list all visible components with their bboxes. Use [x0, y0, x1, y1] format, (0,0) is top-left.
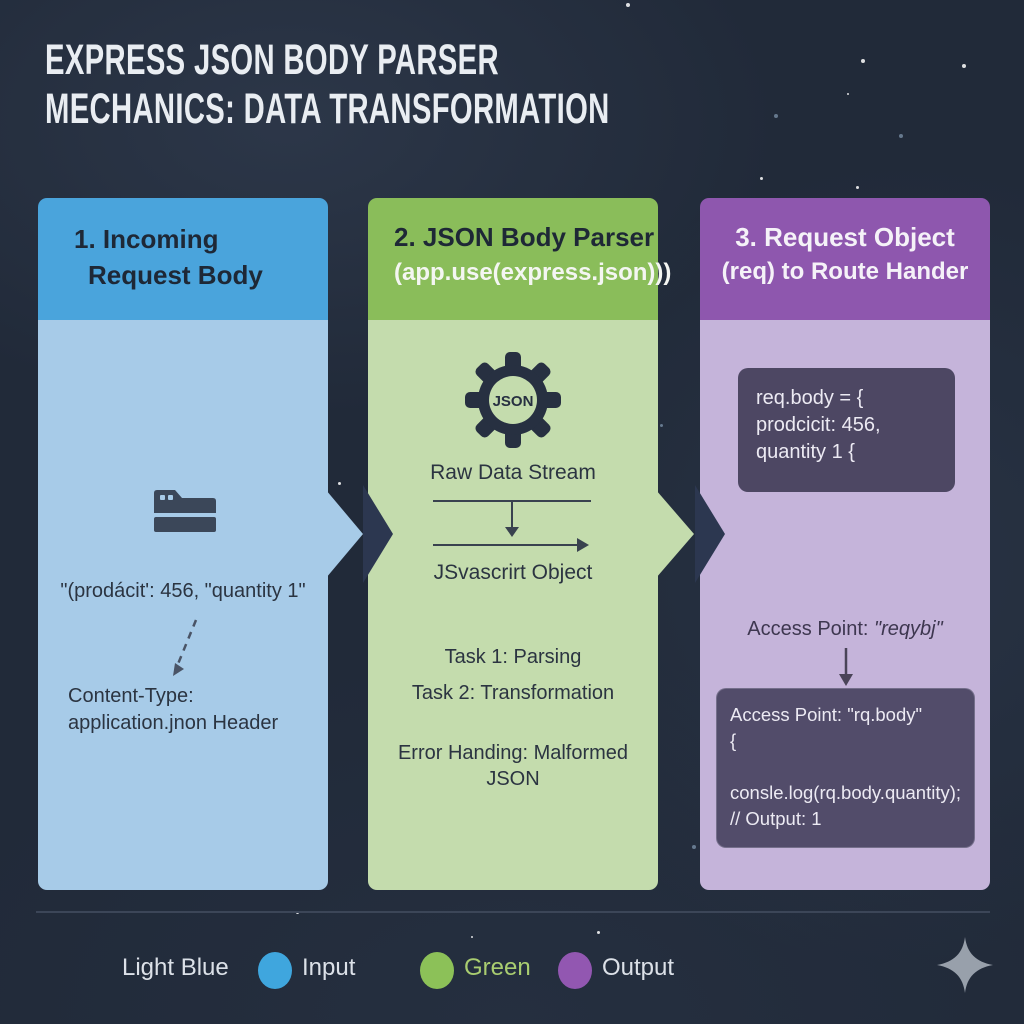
star-dot	[626, 3, 630, 7]
star-dot	[962, 64, 966, 68]
content-type-line1: Content-Type:	[68, 685, 194, 707]
code1-line2: prodcicit: 456,	[756, 414, 881, 436]
panel-json-parser: 2. JSON Body Parser (app.use(express.jso…	[368, 198, 671, 890]
dashed-arrow-icon	[173, 619, 198, 676]
down-arrow-icon	[839, 648, 853, 686]
star-dot	[338, 482, 341, 485]
star-dot	[760, 177, 763, 180]
panel-incoming-body	[38, 320, 328, 890]
transform-flow-arrows-icon	[433, 500, 591, 552]
panel-request-object: 3. Request Object (req) to Route Hander …	[700, 198, 990, 890]
star-dot	[774, 114, 778, 118]
page-title-line1: EXPRESS JSON BODY PARSER	[45, 36, 499, 84]
legend-title: Light Blue	[122, 954, 229, 981]
panel-incoming-title-line1: 1. Incoming	[74, 224, 219, 254]
code2-line3: consle.log(rq.body.quantity);	[730, 782, 962, 803]
code2-line1: Access Point: "rq.body"	[730, 704, 923, 725]
access-point-value: "reqybj"	[874, 618, 943, 640]
legend-swatch-output	[558, 952, 592, 989]
code2-line2: {	[730, 730, 737, 751]
console-log-code-box: Access Point: "rq.body" { consle.log(rq.…	[716, 688, 975, 848]
folder-icon	[154, 490, 216, 532]
page-title-line2: MECHANICS: DATA TRANSFORMATION	[45, 85, 610, 133]
code1-line1: req.body = {	[756, 387, 864, 409]
legend-item-output: Output	[602, 954, 675, 981]
legend-item-green: Green	[464, 954, 531, 981]
connector-2-chevron-green	[656, 490, 694, 578]
panel-output-title-line2: (req) to Route Hander	[721, 258, 969, 285]
star-dot	[471, 936, 473, 938]
panel-output-header: 3. Request Object (req) to Route Hander	[700, 198, 990, 320]
panel-output-title-line1: 3. Request Object	[735, 222, 955, 252]
raw-data-stream-label: Raw Data Stream	[430, 461, 596, 484]
error-handling-line1: Error Handing: Malformed	[397, 742, 629, 764]
javascript-object-label: JSvascrirt Object	[433, 561, 593, 584]
code2-line4: // Output: 1	[730, 808, 822, 829]
star-dot	[660, 424, 663, 427]
legend-item-input: Input	[302, 954, 356, 981]
panel-incoming-header: 1. Incoming Request Body	[38, 198, 328, 320]
task2-label: Task 2: Transformation	[411, 682, 615, 704]
panel-parser-title-line1: 2. JSON Body Parser	[394, 222, 655, 252]
legend-swatch-input	[258, 952, 292, 989]
access-point-label: Access Point: "reqybj"	[700, 618, 990, 641]
star-dot	[899, 134, 903, 138]
gear-icon-label: JSON	[493, 393, 534, 410]
panel-parser-header: 2. JSON Body Parser (app.use(express.jso…	[368, 198, 671, 320]
req-body-code-box: req.body = { prodcicit: 456, quantity 1 …	[738, 368, 955, 492]
panel-incoming-title-line2: Request Body	[88, 260, 263, 290]
raw-json-text: "(prodácit': 456, "quantity 1"	[60, 580, 306, 602]
star-dot	[847, 93, 849, 95]
gear-json-icon: JSON	[465, 352, 561, 448]
star-dot	[861, 59, 865, 63]
panel-parser-title-line2: (app.use(express.json)))	[394, 259, 672, 286]
star-dot	[597, 931, 600, 934]
star-dot	[692, 845, 696, 849]
sparkle-icon	[937, 937, 993, 993]
page-title: EXPRESS JSON BODY PARSER MECHANICS: DATA…	[45, 36, 610, 134]
legend-swatch-green	[420, 952, 454, 989]
star-dot	[856, 186, 859, 189]
error-handling-line2: JSON	[486, 768, 540, 790]
connector-1-chevron-blue	[326, 490, 363, 578]
panel-incoming-request: 1. Incoming Request Body "(prodácit': 45…	[38, 198, 328, 890]
access-point-prefix: Access Point:	[747, 618, 875, 640]
code1-line3: quantity 1 {	[756, 441, 855, 463]
content-type-line2: application.jnon Header	[68, 712, 279, 734]
footer-divider	[36, 911, 990, 913]
task1-label: Task 1: Parsing	[444, 646, 582, 668]
